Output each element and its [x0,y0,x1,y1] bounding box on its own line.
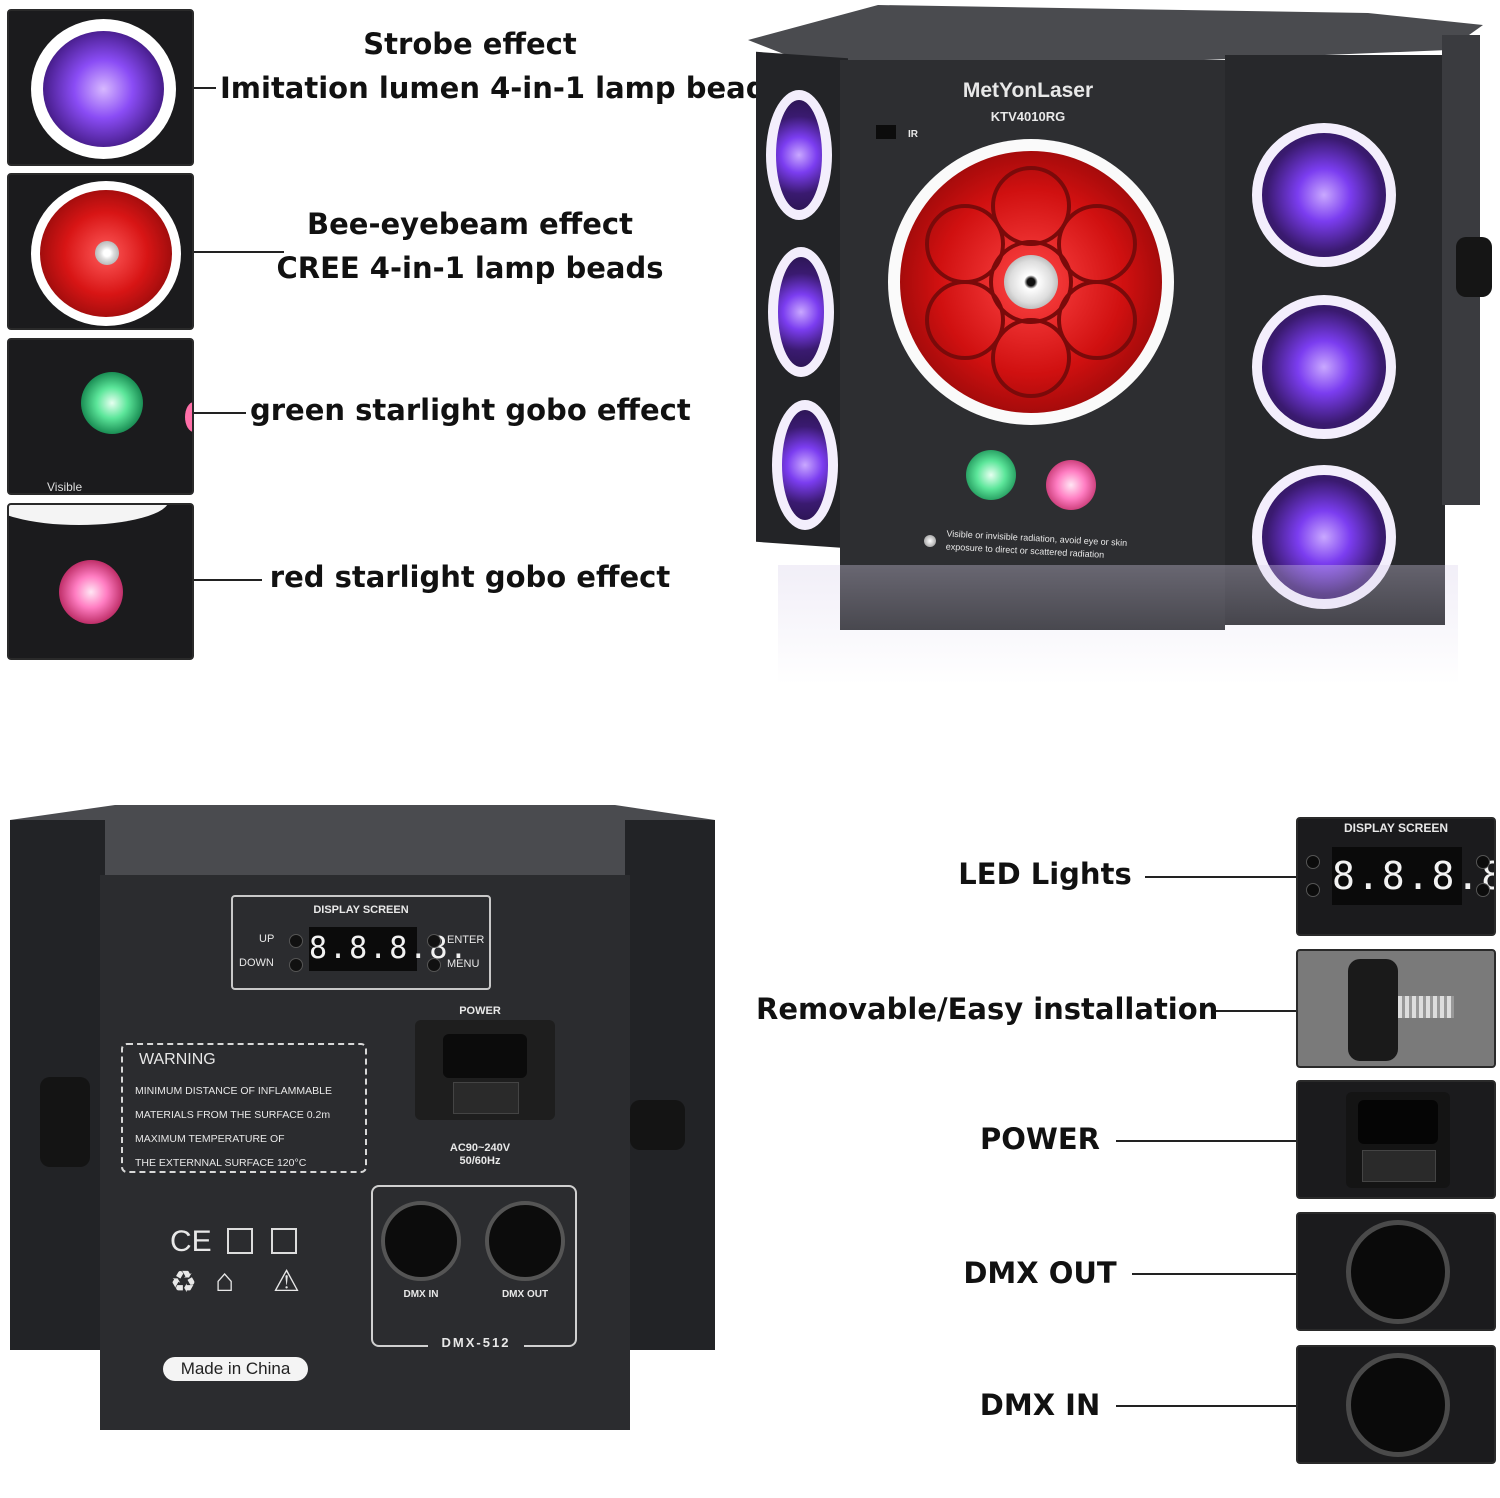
iec-inlet-icon [443,1034,527,1078]
sunburst-center-icon [1004,255,1058,309]
back-unit-image: DISPLAY SCREEN UP DOWN 8.8.8.8. ENTER ME… [5,800,720,1490]
warning-line: THE EXTERNNAL SURFACE 120°C [135,1157,307,1169]
dmx-out-label: DMX OUT [501,1289,549,1300]
red-gobo-thumbnail [7,503,194,660]
display-screen-title: DISPLAY SCREEN [313,904,409,916]
ce-mark-icon: CE [170,1225,212,1258]
uv-lamp-right-2 [1252,295,1396,439]
power-spec-frequency: 50/60Hz [459,1155,501,1167]
ir-sensor [876,125,896,139]
dmx-in-label: DMX IN [403,1289,439,1300]
warning-title: WARNING [139,1051,216,1068]
recycle-icon: ♻ [170,1266,197,1299]
indoor-use-icon: ⌂ [215,1262,235,1298]
warning-line: MAXIMUM TEMPERATURE OF [135,1133,285,1145]
front-unit-image: MetYonLaser KTV4010RG IR Visible or in [748,5,1492,685]
uv-lamp-right-1 [1252,123,1396,267]
green-gobo-label: green starlight gobo effect [250,393,691,427]
led-lights-label: LED Lights [958,857,1132,891]
connector-line [1132,1273,1296,1275]
power-spec-voltage: AC90~240V [449,1142,511,1154]
iec-inlet-icon [1346,1092,1450,1188]
brand-name: MetYonLaser [962,79,1094,102]
uv-lamp-left-3 [772,400,838,530]
dmx-in-connector[interactable] [381,1201,461,1281]
rohs-icon [227,1228,253,1254]
green-gobo-lens [966,450,1016,500]
connector-line [1116,1405,1296,1407]
led-display: 8.8.8.8 [1332,847,1494,905]
up-label: UP [259,933,275,945]
sunburst-center-icon [95,241,119,265]
xlr-female-icon [1346,1220,1450,1324]
led-display-thumbnail: DISPLAY SCREEN 8.8.8.8 [1296,817,1496,936]
ir-label: IR [908,129,918,140]
laser-warning-icon [924,535,936,547]
menu-label: MENU [447,958,480,970]
model-number: KTV4010RG [990,109,1066,124]
bracket-knob-icon [1456,237,1492,297]
xlr-male-icon [1346,1353,1450,1457]
dmx-panel: DMX IN DMX OUT DMX-512 [371,1185,577,1350]
fuse-holder-icon [453,1082,519,1114]
power-feature-label: POWER [979,1122,1101,1156]
enter-label: ENTER [447,934,485,946]
right-side-panel [625,820,715,1350]
dmx-in-thumbnail [1296,1345,1496,1464]
up-button[interactable] [289,934,303,948]
dmx-out-connector[interactable] [485,1201,565,1281]
made-in-badge: Made in China [163,1357,308,1381]
enter-button[interactable] [427,934,441,948]
weee-icon [271,1228,297,1254]
unit-reflection [778,565,1458,685]
dmx-out-feature-label: DMX OUT [963,1256,1117,1290]
power-label: POWER [459,1005,501,1017]
strobe-effect-thumbnail [7,9,194,166]
led-display: 8.8.8.8. [309,927,468,971]
green-gobo-thumbnail: Visible [7,338,194,495]
removable-installation-label: Removable/Easy installation [756,992,1219,1026]
connector-line [1216,1010,1296,1012]
unit-top-lid [748,5,1483,75]
down-button[interactable] [289,958,303,972]
uv-lamp-right-3 [1252,465,1396,609]
thread-screw-icon [1398,996,1454,1018]
warning-line: MINIMUM DISTANCE OF INFLAMMABLE [135,1085,332,1097]
connector-line [194,87,216,89]
green-flower-icon [81,372,143,434]
bee-eye-effect-thumbnail [7,173,194,330]
connector-line [194,412,246,414]
display-screen-title: DISPLAY SCREEN [1343,821,1449,835]
uv-lamp-left-2 [768,247,834,377]
warning-label: WARNING MINIMUM DISTANCE OF INFLAMMABLE … [121,1043,367,1173]
red-gobo-label: red starlight gobo effect [269,560,671,594]
electric-warning-icon: ⚠ [273,1265,300,1298]
uv-lamp-bead [43,31,164,147]
connector-line [1116,1140,1296,1142]
warning-line: MATERIALS FROM THE SURFACE 0.2m [135,1109,331,1121]
radiation-note-text: Visible [47,480,83,494]
bee-eye-lens [900,151,1162,413]
right-knob-icon [630,1100,685,1150]
knob-thumbnail [1296,949,1496,1068]
uv-lamp-left-1 [766,90,832,220]
knob-icon [1348,959,1398,1061]
strobe-effect-label: Strobe effect Imitation lumen 4-in-1 lam… [220,27,784,106]
connector-line [194,579,262,581]
connector-line [1145,876,1296,878]
dmx-in-feature-label: DMX IN [979,1388,1101,1422]
display-screen-panel: DISPLAY SCREEN UP DOWN 8.8.8.8. ENTER ME… [231,895,491,990]
left-knob-icon [40,1077,90,1167]
bee-eye-effect-label: Bee-eyebeam effect CREE 4-in-1 lamp bead… [276,207,664,286]
menu-button[interactable] [427,958,441,972]
red-gobo-lens [1046,460,1096,510]
pink-flower-icon [59,560,123,624]
dmx-out-thumbnail [1296,1212,1496,1331]
power-thumbnail [1296,1080,1496,1199]
power-socket[interactable] [415,1020,555,1120]
dmx-512-label: DMX-512 [428,1335,524,1350]
down-label: DOWN [239,957,274,969]
connector-line [194,251,284,253]
fuse-holder-icon [1362,1150,1436,1182]
